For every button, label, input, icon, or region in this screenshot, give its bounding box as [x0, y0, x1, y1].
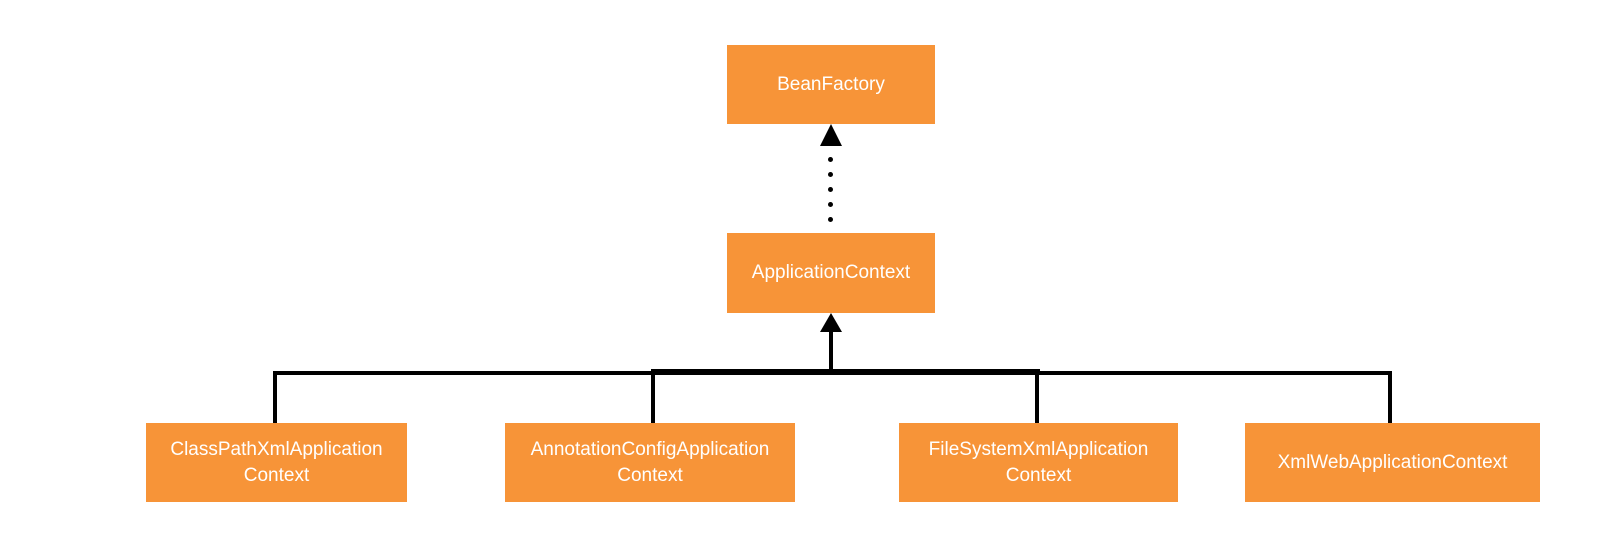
dotted-line-dot — [828, 187, 833, 192]
stub-line-annotationconfig — [651, 373, 655, 423]
node-classpathxmlapplicationcontext: ClassPathXmlApplication Context — [146, 423, 407, 502]
dotted-arrow-head-icon — [820, 124, 842, 146]
bus-line-middle-segment — [651, 369, 1040, 375]
dotted-line-dot — [828, 202, 833, 207]
node-beanfactory: BeanFactory — [727, 45, 935, 124]
node-annotationconfigapplicationcontext: AnnotationConfigApplication Context — [505, 423, 795, 502]
stub-line-classpath — [273, 373, 277, 423]
stub-line-filesystem — [1035, 373, 1039, 423]
solid-arrow-head-icon — [820, 313, 842, 332]
node-applicationcontext: ApplicationContext — [727, 233, 935, 313]
dotted-line-dot — [828, 157, 833, 162]
dotted-line-dot — [828, 172, 833, 177]
solid-arrow-stem — [829, 330, 833, 373]
stub-line-xmlweb — [1388, 373, 1392, 423]
node-filesystemxmlapplicationcontext: FileSystemXmlApplication Context — [899, 423, 1178, 502]
node-xmlwebapplicationcontext: XmlWebApplicationContext — [1245, 423, 1540, 502]
dotted-line-dot — [828, 217, 833, 222]
